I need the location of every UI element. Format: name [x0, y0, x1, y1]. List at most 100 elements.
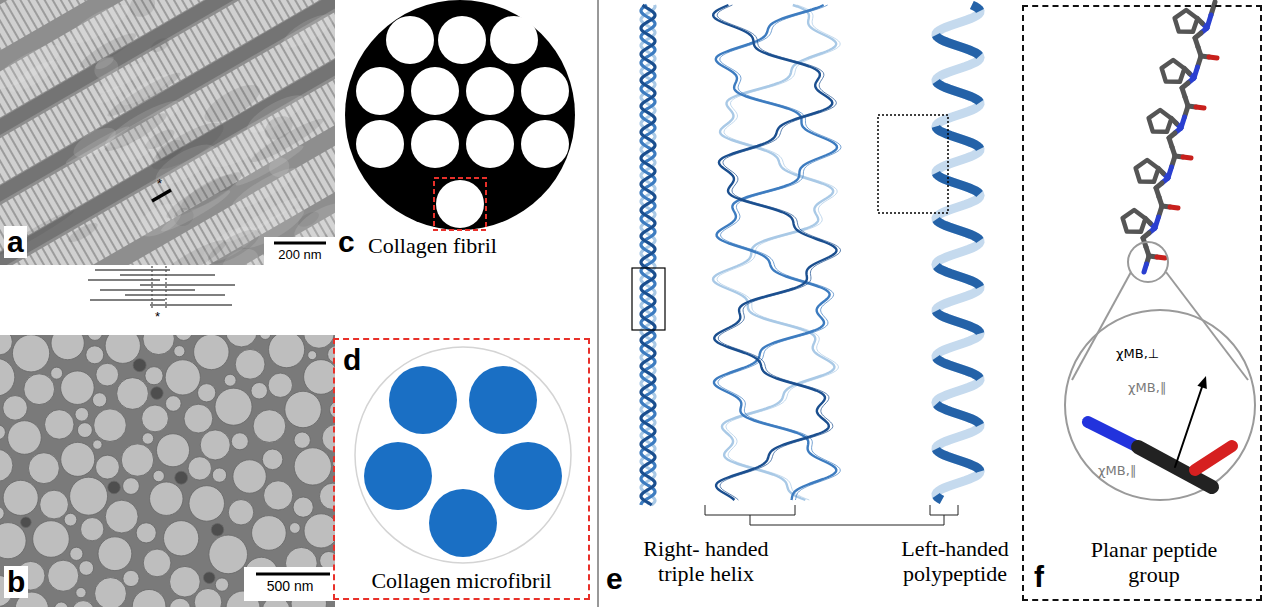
fibril-band	[0, 0, 335, 265]
bond	[1157, 257, 1165, 258]
fibril-section	[304, 360, 335, 395]
fibril-section	[233, 460, 266, 493]
stain-blotch	[90, 54, 122, 85]
fibril-section	[0, 335, 12, 355]
fibril-section	[77, 423, 92, 438]
fibril-section	[92, 393, 106, 407]
fibril-section	[228, 500, 253, 525]
fibril-section	[0, 523, 26, 559]
panel-letter: f	[1034, 561, 1044, 593]
stain-blotch	[104, 68, 183, 121]
fibril-section	[123, 570, 139, 586]
magnifier	[1065, 242, 1255, 500]
fibril-section	[235, 349, 265, 379]
fibril-section	[51, 335, 84, 360]
fibril-section	[189, 486, 225, 522]
fibril-section	[308, 351, 317, 360]
scale-label: 200 nm	[267, 247, 333, 262]
fibril-section	[108, 481, 121, 494]
text-holder: Collagen microfibril	[335, 568, 588, 593]
fibril-band	[0, 4, 335, 265]
fibril-section	[264, 481, 293, 510]
stain-blotch	[0, 37, 66, 96]
fibril-section	[165, 360, 200, 395]
fibril-section	[142, 405, 169, 432]
text-holder: f	[1034, 561, 1044, 593]
fibril-section	[150, 482, 183, 515]
stain-blotch	[0, 206, 77, 258]
panel-letter: a	[4, 226, 27, 258]
helix-strand	[713, 5, 836, 500]
vector-label: χMB,∥	[1098, 463, 1136, 478]
fibril-section	[285, 391, 321, 427]
helix-strand	[713, 5, 836, 500]
fibril-section	[251, 382, 267, 398]
fibril-section	[174, 346, 185, 357]
helix-ribbon-back	[936, 5, 980, 500]
fibril-section	[33, 521, 70, 558]
fibril-band	[0, 0, 335, 265]
fibril-section	[98, 537, 132, 571]
fibril-section	[175, 335, 192, 340]
fibril-section	[24, 374, 55, 405]
fibril-section	[21, 517, 32, 528]
tem-cross-section	[0, 335, 335, 607]
text-holder: c	[338, 226, 355, 258]
fibril-section	[105, 500, 138, 533]
fibril-section	[0, 449, 13, 481]
fibril-section	[211, 523, 223, 535]
vector-label: χMB,⊥	[1116, 346, 1159, 361]
fibril-band	[0, 104, 335, 265]
fibril-section	[12, 335, 49, 372]
fibril-section	[224, 374, 236, 386]
panel-letter: e	[606, 563, 623, 595]
triple-helix	[641, 5, 655, 505]
fibril-section	[75, 407, 89, 421]
fibril-section	[8, 421, 42, 455]
fibril-section	[145, 367, 163, 385]
text-holder: a	[4, 226, 27, 258]
fibril-section	[153, 470, 164, 481]
fibril-section	[293, 497, 313, 517]
fibril-section	[3, 480, 38, 515]
fibril-section	[156, 434, 189, 467]
molecule-sticks	[1123, 2, 1217, 272]
marker-bar	[152, 190, 171, 201]
stain-blotch	[177, 168, 241, 216]
bond	[1197, 18, 1202, 23]
fibril-section	[260, 335, 271, 339]
fibril-section	[253, 410, 286, 443]
fibril-section	[136, 523, 156, 543]
fibril-section	[268, 373, 292, 397]
stain-blotch	[132, 197, 187, 243]
fibril-section	[76, 587, 86, 597]
fibril-section	[79, 561, 94, 576]
helix-ribbon-front	[936, 173, 979, 194]
helix-ribbon-front	[936, 266, 979, 287]
fibril-section	[123, 478, 140, 495]
fibril-section	[203, 572, 215, 584]
proline-ring	[1123, 210, 1146, 232]
fibril-section	[252, 516, 287, 551]
scale-bar	[264, 237, 335, 265]
fibril-section	[64, 513, 77, 526]
bond	[1171, 118, 1176, 123]
fibril-section	[175, 471, 188, 484]
fibril-section	[28, 453, 59, 484]
fibril-cross-section	[345, 0, 575, 230]
bracket	[705, 505, 958, 525]
fibril-section	[70, 477, 108, 515]
marker-star: *	[155, 309, 160, 324]
text-holder: χMB,⊥	[1116, 346, 1159, 361]
peptide-plane	[1088, 376, 1232, 487]
stain-blotch	[126, 0, 160, 21]
panel-caption: Right- handed triple helix	[626, 536, 786, 586]
text-holder: Planar peptide group	[1069, 537, 1239, 587]
fibril-section	[170, 566, 201, 597]
dark-band	[0, 0, 335, 265]
helix-ribbon-front	[936, 358, 980, 379]
fibril-section	[304, 335, 335, 348]
fibril-band	[0, 0, 335, 265]
fibril-section	[94, 409, 127, 442]
